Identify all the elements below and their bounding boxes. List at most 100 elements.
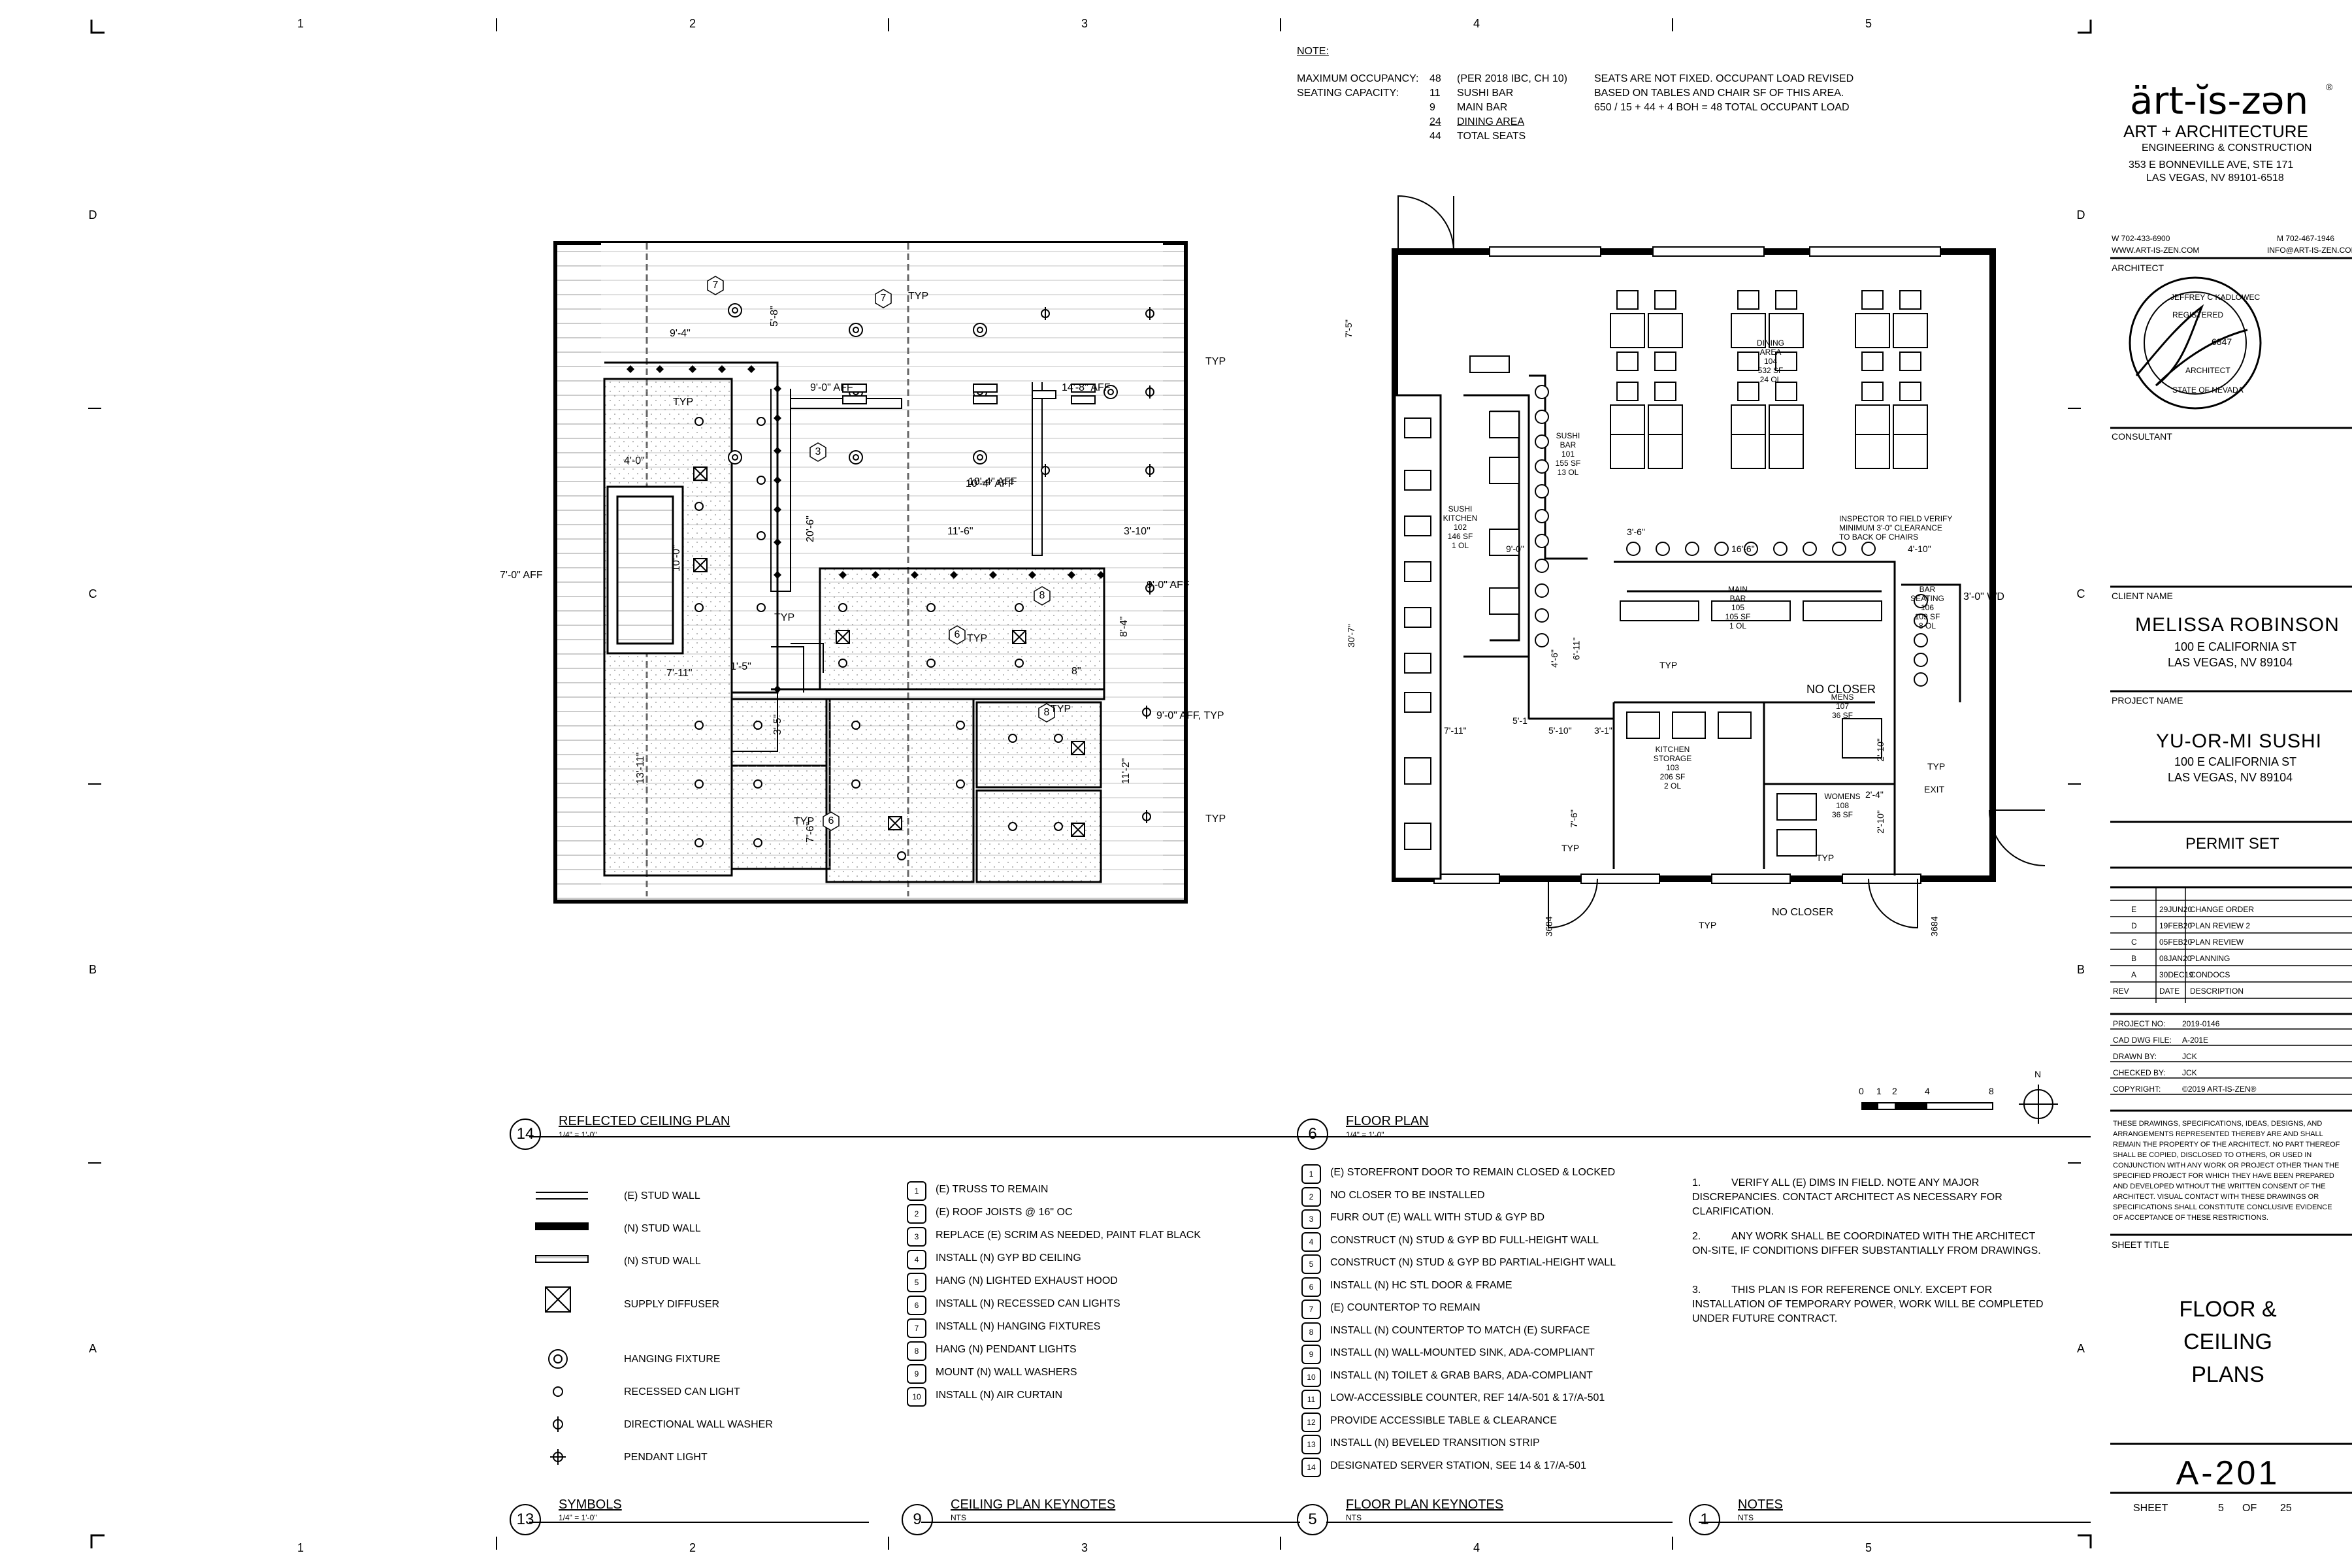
grid-row-left-D: D: [89, 208, 97, 221]
room-label-line: 107: [1835, 702, 1850, 711]
kitchen-equipment: [1404, 470, 1431, 491]
supply-diffuser: [693, 558, 708, 572]
recessed-can-light: [757, 531, 766, 540]
note-line-2-1: ANY WORK SHALL BE COORDINATED WITH THE A…: [1731, 1231, 2036, 1242]
ceiling-keynote-text-8: HANG (N) PENDANT LIGHTS: [936, 1344, 1077, 1355]
bar-stool: [1535, 534, 1549, 548]
supply-diffuser: [1071, 823, 1085, 837]
floor-keynote-text-12: PROVIDE ACCESSIBLE TABLE & CLEARANCE: [1330, 1414, 1558, 1426]
rev-head-desc: DESCRIPTION: [2190, 987, 2244, 996]
kitchen-equipment: [1404, 692, 1431, 713]
floor-keynote-text-14: DESIGNATED SERVER STATION, SEE 14 & 17/A…: [1330, 1460, 1586, 1471]
floor-dim-6: 4'-10": [1908, 544, 1931, 554]
sheet-title-label: SHEET TITLE: [2112, 1239, 2170, 1250]
room-label-line: 8 OL: [1918, 621, 1936, 630]
room-label-line: MENS: [1831, 693, 1854, 702]
seat-label-3: DINING AREA: [1457, 116, 1525, 127]
rcp-dim-2: 4'-0": [624, 455, 645, 466]
door-wd: 3'-0" WD: [1963, 591, 2004, 602]
recessed-can-light: [753, 779, 762, 789]
floor-typ-2: TYP: [1561, 843, 1580, 853]
floor-dim-5: 16'-6": [1731, 544, 1755, 554]
recessed-can-light: [757, 603, 766, 612]
directional-wall-washer: [1145, 581, 1154, 595]
floor-dim-2: 30'-7": [1345, 624, 1356, 647]
firm-email[interactable]: INFO@ART-IS-ZEN.COM: [2267, 246, 2352, 255]
room-label-line: 104: [1763, 357, 1778, 366]
rcp-dim-18: 14'-8" AFF: [1062, 382, 1111, 393]
room-label-line: 108: [1835, 801, 1850, 810]
room-label-line: BAR: [1919, 585, 1936, 594]
architect-label: ARCHITECT: [2112, 263, 2164, 273]
field-verify-1: INSPECTOR TO FIELD VERIFY: [1839, 514, 1953, 523]
kitchen-equipment: [1404, 561, 1431, 582]
ceiling-keynotes-title: CEILING PLAN KEYNOTES: [951, 1497, 1116, 1512]
note-number-1: 1.: [1692, 1177, 1701, 1188]
rcp-tag-8b: 8: [1044, 707, 1050, 718]
grid-col-bottom-1: 1: [297, 1541, 304, 1554]
pendant-light: [911, 571, 919, 579]
kitchen-equipment: [1404, 823, 1431, 850]
ceiling-keynote-text-3: REPLACE (E) SCRIM AS NEEDED, PAINT FLAT …: [936, 1230, 1201, 1241]
rcp-dim-10: 3'-10": [1124, 526, 1151, 537]
section-frames: [529, 1136, 2091, 1523]
bar-stool: [1535, 633, 1549, 647]
seating-label: SEATING CAPACITY:: [1297, 88, 1399, 99]
bar-stool: [1626, 542, 1641, 556]
info-checked: JCK: [2182, 1068, 2197, 1077]
grid-col-top-2: 2: [689, 17, 696, 30]
rcp-keynote-tags: [707, 276, 1055, 831]
room-label-line: 206 SF: [1659, 772, 1686, 781]
rcp-typ-3: TYP: [673, 397, 693, 408]
note-line-3-2: INSTALLATION OF TEMPORARY POWER, WORK WI…: [1692, 1299, 2044, 1310]
project-label: PROJECT NAME: [2112, 695, 2183, 706]
kitchen-equipment: [1489, 411, 1520, 438]
kitchen-equipment: [1776, 829, 1817, 857]
rcp-dim-21: 9'-0" AFF: [1147, 580, 1190, 591]
seat-count-4: 44: [1429, 131, 1441, 142]
bar-stool: [1914, 613, 1928, 628]
bar-stool: [1803, 542, 1817, 556]
legend-item-4: SUPPLY DIFFUSER: [624, 1299, 720, 1310]
pendant-light: [747, 365, 755, 373]
floor-keynote-tag-13: 13: [1301, 1435, 1321, 1454]
rcp-typ-2: TYP: [1205, 356, 1226, 367]
seat-label-4: TOTAL SEATS: [1457, 131, 1526, 142]
notes-title: NOTES: [1738, 1497, 1783, 1512]
ceiling-keynote-tag-10: 10: [907, 1387, 926, 1407]
pendant-light: [1028, 571, 1036, 579]
recessed-can-light: [694, 721, 704, 730]
project-name: YU-OR-MI SUSHI: [2156, 730, 2322, 752]
firm-web[interactable]: WWW.ART-IS-ZEN.COM: [2112, 246, 2200, 255]
symbols-number: 13: [510, 1504, 541, 1535]
note-line-1-3: CLARIFICATION.: [1692, 1206, 1774, 1217]
room-label-line: DINING: [1757, 338, 1784, 348]
occupancy-ref: (PER 2018 IBC, CH 10): [1457, 73, 1567, 84]
floor-keynote-tag-4: 4: [1301, 1232, 1321, 1252]
firm-logo: ärt-ĭs-zən: [2130, 78, 2309, 123]
recessed-can-light: [694, 779, 704, 789]
note-number-3: 3.: [1692, 1284, 1701, 1296]
sheet-of-total: 25: [2280, 1503, 2292, 1514]
pendant-light: [774, 385, 781, 393]
room-label-line: 101: [1561, 449, 1575, 459]
disclaimer: THESE DRAWINGS, SPECIFICATIONS, IDEAS, D…: [2113, 1120, 2340, 1222]
note-line-2-2: ON-SITE, IF CONDITIONS DIFFER SUBSTANTIA…: [1692, 1245, 2041, 1256]
ceiling-keynote-text-2: (E) ROOF JOISTS @ 16" OC: [936, 1207, 1073, 1218]
rcp-tag-7b: 7: [881, 293, 887, 304]
floor-dim-14: 2'-10": [1874, 738, 1886, 762]
rev-d-date: 19FEB20: [2159, 921, 2193, 930]
dining-table-group: [1731, 290, 1804, 371]
room-label-line: 105 SF: [1725, 612, 1751, 621]
grid-col-top-5: 5: [1865, 17, 1872, 30]
recessed-can-light: [753, 838, 762, 847]
room-label-line: 105: [1731, 603, 1745, 612]
recessed-can-light: [694, 417, 704, 426]
kitchen-equipment: [1776, 793, 1817, 821]
rcp-dim-1: 9'-4": [670, 328, 691, 339]
dining-table-group: [1610, 434, 1683, 469]
dining-table-group: [1610, 290, 1683, 371]
room-label-line: 155 SF: [1555, 459, 1581, 468]
